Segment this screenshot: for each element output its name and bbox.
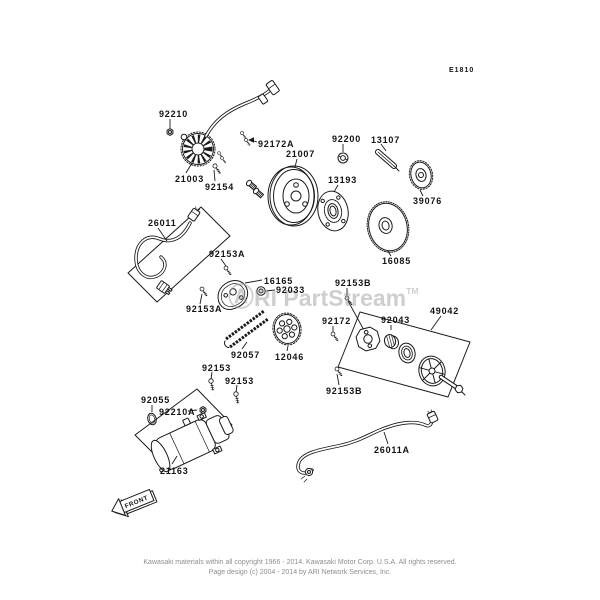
part-label-92055[interactable]: 92055 — [141, 395, 170, 405]
leader-lines — [151, 119, 442, 465]
part-label-92043[interactable]: 92043 — [381, 315, 410, 325]
part-label-16165[interactable]: 16165 — [264, 276, 293, 286]
starter-clutch-drawing-49042 — [337, 311, 471, 398]
gear-drawing-39076 — [408, 160, 434, 190]
starter-motor-drawing-21163 — [134, 388, 234, 473]
rotor-drawing — [267, 165, 319, 227]
front-direction-arrow: FRONT — [111, 488, 158, 518]
part-label-92153b-1[interactable]: 92153B — [335, 278, 371, 288]
stator-drawing — [180, 131, 216, 167]
part-label-12046[interactable]: 12046 — [275, 352, 304, 362]
screw-92153a-1 — [222, 264, 233, 277]
footer-copyright-line2: Page design (c) 2004 - 2014 by ARI Netwo… — [208, 568, 392, 576]
part-label-92172[interactable]: 92172 — [322, 316, 351, 326]
part-label-21007[interactable]: 21007 — [286, 149, 315, 159]
part-label-92210[interactable]: 92210 — [159, 109, 188, 119]
part-label-92200[interactable]: 92200 — [332, 134, 361, 144]
screw-92153-1 — [207, 377, 216, 392]
screw-92154 — [211, 162, 223, 175]
part-label-49042[interactable]: 49042 — [430, 306, 459, 316]
part-label-92033[interactable]: 92033 — [276, 285, 305, 295]
flywheel-drawing-16085 — [366, 201, 410, 253]
grommet-92033 — [256, 286, 266, 296]
screw-92153b-1-line — [347, 300, 366, 333]
diagram-line-art — [127, 80, 471, 483]
part-label-16085[interactable]: 16085 — [382, 256, 411, 266]
part-labels: 92210 21003 92154 92172A 21007 92200 131… — [141, 109, 459, 476]
sprocket-drawing-12046 — [272, 312, 302, 346]
bearing-drawing-13193 — [317, 190, 349, 232]
part-label-92172a[interactable]: 92172A — [258, 139, 294, 149]
screw-92172a-1 — [239, 130, 248, 140]
oring-92055 — [147, 412, 157, 426]
part-label-92153-1[interactable]: 92153 — [202, 363, 231, 373]
nut-92210a — [199, 406, 207, 414]
screw-92153-2 — [232, 390, 241, 405]
screw-92172 — [329, 330, 340, 343]
part-label-13107[interactable]: 13107 — [371, 135, 400, 145]
footer-copyright-line1: Kawasaki materials within all copyright … — [143, 559, 457, 566]
part-label-26011[interactable]: 26011 — [148, 218, 177, 228]
part-label-21003[interactable]: 21003 — [175, 174, 204, 184]
chain-drawing-92057 — [224, 309, 269, 349]
screw-92153a-2 — [198, 285, 209, 298]
screw-small-2 — [219, 155, 227, 165]
cable-drawing-26011 — [127, 206, 231, 303]
part-label-92154[interactable]: 92154 — [205, 182, 234, 192]
part-label-39076[interactable]: 39076 — [413, 196, 442, 206]
nut-92200 — [337, 152, 349, 164]
cable-drawing-26011a — [296, 409, 439, 483]
part-label-13193[interactable]: 13193 — [328, 175, 357, 185]
nut-92210 — [166, 128, 174, 136]
stator-wire — [204, 80, 280, 138]
part-label-92153a-2[interactable]: 92153A — [186, 304, 222, 314]
part-label-92153a-1[interactable]: 92153A — [209, 249, 245, 259]
part-label-92153-2[interactable]: 92153 — [225, 376, 254, 386]
part-label-21163[interactable]: 21163 — [160, 466, 189, 476]
diagram-code: E1810 — [449, 67, 474, 74]
footer: Kawasaki materials within all copyright … — [0, 558, 600, 577]
part-label-26011a[interactable]: 26011A — [374, 445, 410, 455]
part-label-92057[interactable]: 92057 — [231, 350, 260, 360]
ari-logo-glyph: Ⓐ — [228, 282, 254, 312]
pin-13107 — [375, 149, 400, 172]
screw-92172a-2 — [243, 137, 252, 147]
part-label-92210a[interactable]: 92210A — [159, 407, 195, 417]
cover-drawing-16165 — [217, 279, 249, 311]
part-label-92153b-2[interactable]: 92153B — [326, 386, 362, 396]
ari-partstream-watermark: ⒶRI PartStreamTM — [228, 282, 418, 312]
